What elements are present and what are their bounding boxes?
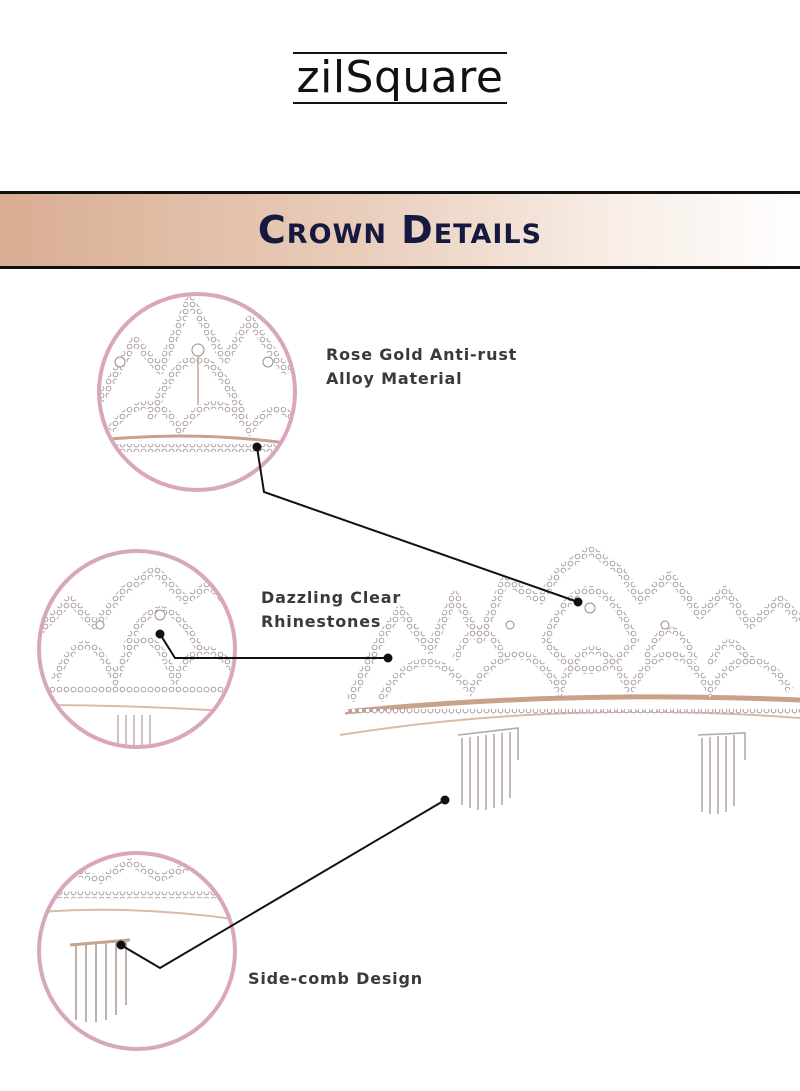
detail-circle-side-comb bbox=[37, 851, 237, 1051]
brand-logo: zilSquare bbox=[0, 52, 800, 104]
callout-line-side-comb bbox=[120, 799, 446, 970]
callout-lines bbox=[120, 446, 579, 970]
section-title: Crown Details bbox=[257, 208, 543, 252]
brand-logo-text: zilSquare bbox=[292, 52, 508, 104]
tiara-band bbox=[344, 694, 800, 715]
tiara-arches bbox=[345, 545, 800, 703]
feature-label-side-comb: Side-comb Design bbox=[248, 969, 423, 988]
right-comb bbox=[697, 732, 746, 814]
callout-line-alloy bbox=[256, 446, 579, 603]
callout-dots bbox=[116, 442, 583, 950]
feature-label-alloy: Rose Gold Anti-rust Alloy Material bbox=[326, 345, 518, 388]
left-comb bbox=[457, 727, 519, 810]
feature-label-rhinestones: Dazzling Clear Rhinestones bbox=[261, 588, 402, 631]
main-tiara bbox=[339, 545, 800, 814]
section-banner: Crown Details bbox=[0, 191, 800, 269]
callout-line-rhinestones bbox=[159, 633, 388, 659]
detail-circle-alloy bbox=[97, 292, 297, 492]
detail-circle-rhinestones bbox=[37, 549, 237, 749]
